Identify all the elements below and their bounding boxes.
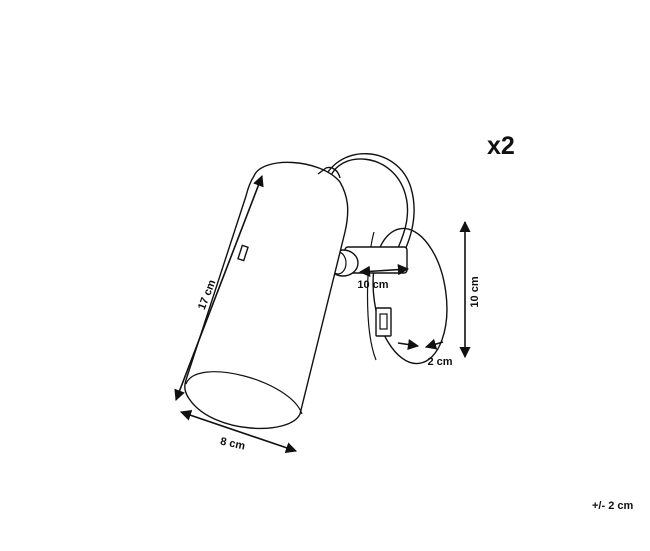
lamp-arm [321,153,415,251]
arm-label: 10 cm [357,279,388,291]
width-dimension: 8 cm [179,409,298,454]
depth-label: 2 cm [427,356,452,368]
depth-dimension: 2 cm [397,338,453,368]
switch-icon [375,307,392,337]
tolerance-label: +/- 2 cm [592,500,634,512]
plate-label: 10 cm [469,276,481,307]
width-label: 8 cm [219,436,246,453]
wall-plate [366,227,448,365]
plate-dimension: 10 cm [459,220,481,359]
quantity-label: x2 [487,132,515,160]
arm-dimension: 10 cm [357,264,410,291]
